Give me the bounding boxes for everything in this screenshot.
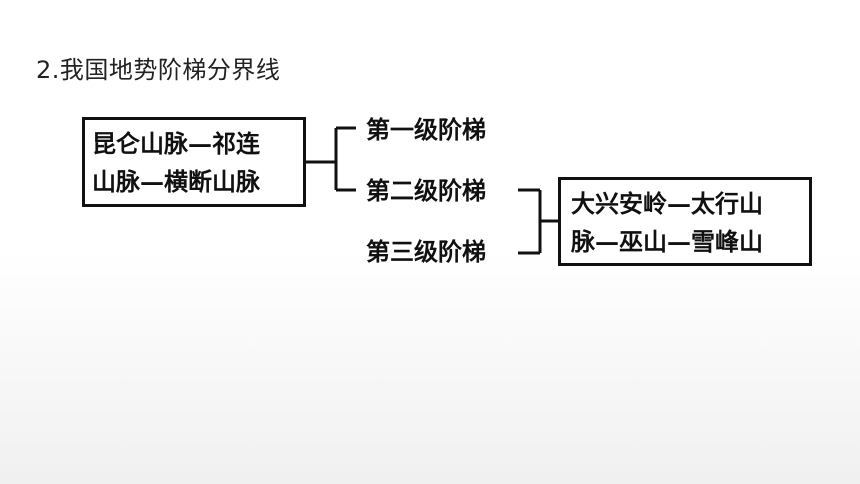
boundary-east-line2: 脉—巫山—雪峰山 (571, 227, 763, 256)
bracket-left (306, 126, 356, 192)
step-first-label: 第一级阶梯 (366, 115, 486, 144)
boundary-west-line2: 山脉—横断山脉 (92, 167, 260, 196)
step-second-label: 第二级阶梯 (366, 176, 486, 205)
boundary-box-west: 昆仑山脉—祁连 山脉—横断山脉 (82, 117, 306, 207)
bracket-right (518, 188, 558, 255)
background-gradient (0, 250, 860, 484)
boundary-west-line1: 昆仑山脉—祁连 (92, 129, 260, 158)
boundary-east-line1: 大兴安岭—太行山 (571, 189, 763, 218)
boundary-box-east: 大兴安岭—太行山 脉—巫山—雪峰山 (558, 177, 812, 266)
step-third-label: 第三级阶梯 (366, 237, 486, 266)
slide-title: 2.我国地势阶梯分界线 (36, 56, 281, 84)
